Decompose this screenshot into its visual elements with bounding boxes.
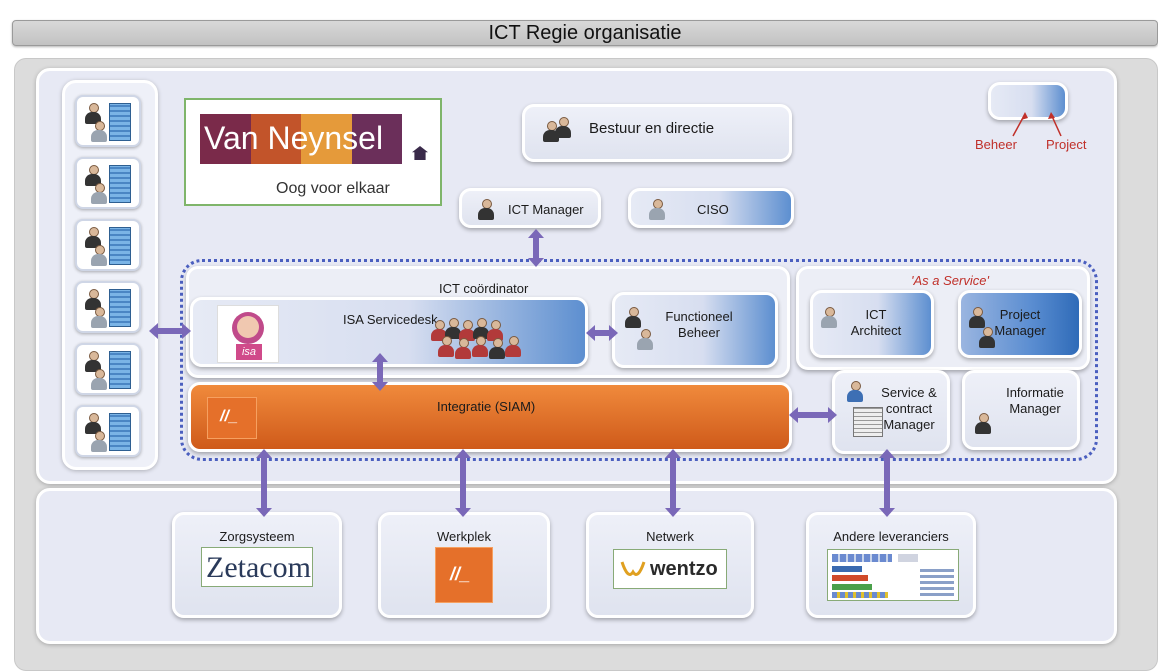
- supplier-label: Andere leveranciers: [833, 529, 949, 544]
- connector-arrow: [879, 449, 895, 517]
- legend-swatch: [988, 82, 1068, 120]
- supplier-label: Zorgsysteem: [219, 529, 295, 544]
- beheer-icon: [637, 329, 653, 351]
- team-icon: [505, 336, 521, 358]
- zetacom-logo-text: Zetacom: [206, 551, 311, 584]
- ict-architect-label: ICT Architect: [850, 307, 902, 338]
- team-icon: [438, 336, 454, 358]
- isa-logo-text: isa: [236, 344, 262, 360]
- brand-tagline: Oog voor elkaar: [276, 180, 390, 197]
- connector-arrow: [528, 229, 544, 267]
- vendor-logos-collage: [827, 549, 959, 601]
- isa-servicedesk-label: ISA Servicedesk: [343, 312, 438, 327]
- siam-logo-text: //_: [220, 408, 238, 425]
- ciso-label: CISO: [697, 202, 729, 217]
- wentzo-mark-icon: [620, 561, 646, 576]
- ict-coordinator-label: ICT coördinator: [439, 281, 529, 296]
- beheer-icon: [625, 307, 641, 329]
- ict-manager-label: ICT Manager: [508, 202, 584, 217]
- architect-icon: [821, 307, 837, 329]
- functioneel-beheer-card: Functioneel Beheer: [612, 292, 778, 368]
- isa-servicedesk-card: isa ISA Servicedesk: [190, 297, 588, 367]
- supplier-zorgsysteem: Zorgsysteem Zetacom: [172, 512, 342, 618]
- location-tile: [75, 157, 141, 209]
- team-icon: [472, 336, 488, 358]
- legend-arrows: [1012, 112, 1062, 137]
- location-tile: [75, 219, 141, 271]
- isa-logo: isa: [217, 305, 279, 363]
- integratie-label: Integratie (SIAM): [437, 399, 536, 414]
- bestuur-card: Bestuur en directie: [522, 104, 792, 162]
- wentzo-logo-text: wentzo: [650, 558, 718, 580]
- bestuur-label: Bestuur en directie: [589, 120, 715, 137]
- supplier-andere: Andere leveranciers: [806, 512, 976, 618]
- ciso-card: CISO: [628, 188, 794, 228]
- project-manager-card: Project Manager: [958, 290, 1082, 358]
- werkplek-logo: //_: [435, 547, 493, 603]
- location-tile: [75, 343, 141, 395]
- connector-arrow: [372, 353, 388, 391]
- wentzo-logo: wentzo: [613, 549, 727, 589]
- project-manager-label: Project Manager: [994, 307, 1046, 338]
- connector-arrow: [586, 325, 618, 341]
- ict-architect-card: ICT Architect: [810, 290, 934, 358]
- supplier-netwerk: Netwerk wentzo: [586, 512, 754, 618]
- as-a-service-label: 'As a Service': [911, 273, 989, 288]
- legend-beheer: Beheer: [975, 137, 1017, 152]
- connector-arrow: [455, 449, 471, 517]
- location-tile: [75, 405, 141, 457]
- connector-arrow: [789, 407, 837, 423]
- document-icon: [853, 407, 883, 437]
- locations-column: [62, 80, 158, 470]
- service-contract-card: Service & contract Manager: [832, 370, 950, 454]
- supplier-label: Netwerk: [646, 529, 694, 544]
- team-icon: [455, 338, 471, 360]
- board-icon: [555, 117, 571, 139]
- supplier-werkplek: Werkplek //_: [378, 512, 550, 618]
- location-tile: [75, 281, 141, 333]
- informatie-manager-label: Informatie Manager: [1006, 385, 1064, 416]
- team-icon: [489, 338, 505, 360]
- service-contract-label: Service & contract Manager: [881, 385, 937, 432]
- van-neynsel-logo: Van Neynsel Oog voor elkaar: [184, 98, 442, 206]
- legend-project: Project: [1046, 137, 1087, 152]
- brand-name: Van Neynsel: [204, 120, 384, 156]
- connector-arrow: [665, 449, 681, 517]
- supplier-label: Werkplek: [437, 529, 491, 544]
- informatie-manager-card: Informatie Manager: [962, 370, 1080, 450]
- connector-arrow: [256, 449, 272, 517]
- diagram-title: ICT Regie organisatie: [12, 20, 1158, 46]
- service-manager-icon: [847, 381, 863, 403]
- project-manager-icon: [969, 307, 985, 329]
- home-icon: [412, 146, 428, 160]
- zetacom-logo: Zetacom: [201, 547, 313, 587]
- project-manager-icon: [979, 327, 995, 349]
- integratie-siam-card: //_ Integratie (SIAM): [188, 382, 792, 452]
- manager-icon: [478, 199, 494, 221]
- informatie-manager-icon: [975, 413, 991, 435]
- location-tile: [75, 95, 141, 147]
- scope-boundary: [180, 259, 1098, 461]
- werkplek-logo-text: //_: [450, 564, 471, 584]
- ict-manager-card: ICT Manager: [459, 188, 601, 228]
- connector-arrow: [149, 323, 191, 339]
- ciso-icon: [649, 199, 665, 221]
- functioneel-beheer-label: Functioneel Beheer: [665, 309, 733, 340]
- siam-logo: //_: [207, 397, 257, 439]
